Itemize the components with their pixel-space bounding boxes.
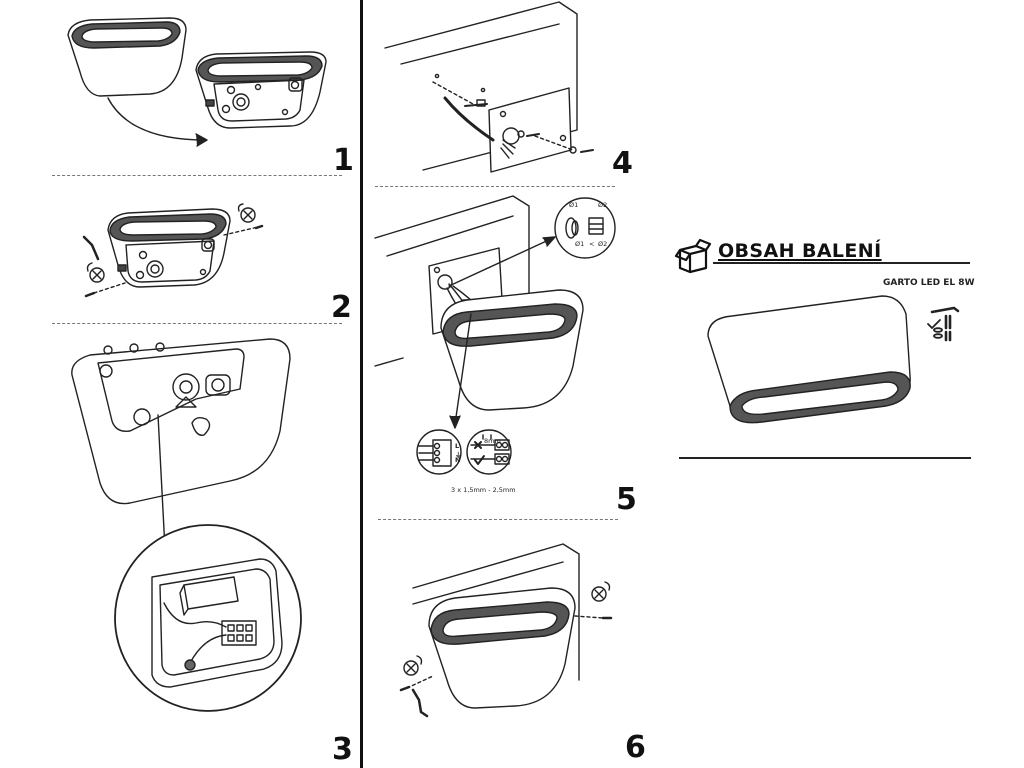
step-number-6: 6 <box>625 730 646 765</box>
step-number-4: 4 <box>612 146 633 181</box>
step-number-1: 1 <box>333 143 354 178</box>
open-box-icon <box>676 240 712 274</box>
step-number-2: 2 <box>331 290 352 325</box>
gland-label-lt: < <box>589 240 595 248</box>
terminal-label-l: L <box>455 442 460 450</box>
step5-illustration <box>363 186 623 520</box>
package-accessories <box>920 302 970 342</box>
step-number-3: 3 <box>332 732 353 767</box>
step2-illustration <box>0 175 360 325</box>
package-title-rule <box>713 262 970 264</box>
step-separator-5-6 <box>378 519 618 520</box>
gland-label-d1-bottom: Ø1 <box>575 240 585 248</box>
step-separator-4-5 <box>375 186 615 187</box>
terminal-label-n: N <box>455 456 461 464</box>
vertical-divider <box>360 0 363 768</box>
gland-label-d2: Ø2 <box>598 201 608 209</box>
gland-label-d2-bottom: Ø2 <box>598 240 608 248</box>
step-number-5: 5 <box>616 482 637 517</box>
step-separator-1-2 <box>52 175 342 176</box>
step6-illustration <box>363 520 623 768</box>
step4-illustration <box>363 0 623 186</box>
package-contents-title: OBSAH BALENÍ <box>718 240 882 262</box>
step1-illustration <box>0 0 360 175</box>
strip-length-label: 8mm <box>484 437 501 445</box>
gland-label-d1: Ø1 <box>569 201 579 209</box>
cable-spec-label: 3 x 1,5mm - 2,5mm <box>451 486 516 494</box>
terminal-label-earth: ⏚ <box>455 451 462 459</box>
step3-illustration <box>0 323 360 763</box>
package-lamp-illustration <box>700 292 940 432</box>
product-name: GARTO LED EL 8W <box>883 278 975 288</box>
package-bottom-rule <box>679 457 971 459</box>
step-separator-2-3 <box>52 323 342 324</box>
